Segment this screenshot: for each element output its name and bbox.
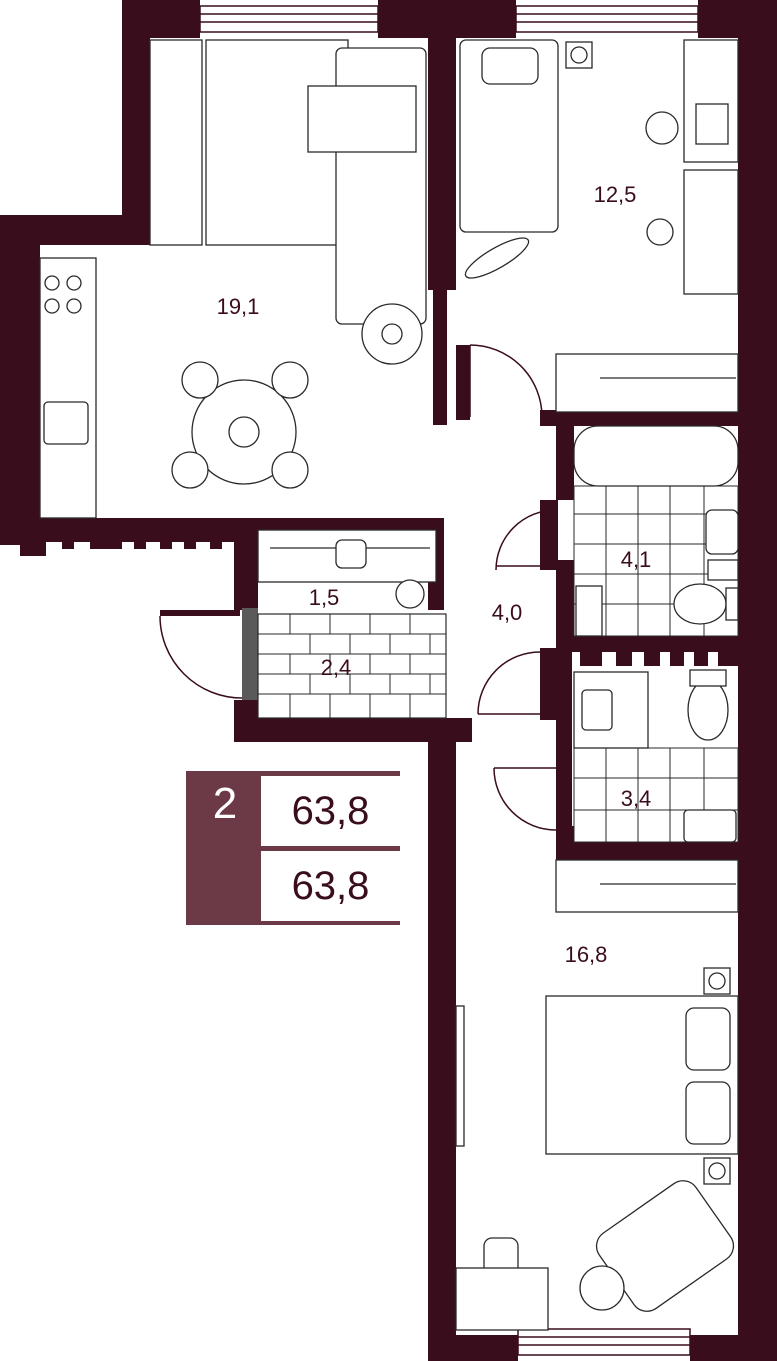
mirror [455,1005,465,1147]
wardrobe-large [555,859,739,913]
apartment-summary-card: 2 63,8 63,8 [186,771,400,925]
rooms-count: 2 [212,779,238,828]
door-swings [159,344,557,831]
area-label-wardrobe: 1,5 [309,585,340,610]
area-label-balcony: 2,4 [321,655,352,680]
balcony [242,608,447,719]
kitchen-counter [39,257,97,519]
tv-stand [149,39,203,246]
dresser [455,1267,549,1331]
bath-sink [705,509,739,555]
room-labels: 19,1 12,5 4,1 4,0 1,5 2,4 3,4 16,8 [217,182,652,967]
area-label-hall: 4,0 [492,600,523,625]
total-area: 63,8 [261,776,400,846]
living-area: 63,8 [261,851,400,921]
bed-small [459,39,559,233]
kitchen-sink [43,401,89,445]
area-label-bedroom-large: 16,8 [565,942,608,967]
skateboard [464,237,530,279]
coffee-table [307,85,417,153]
wc [687,679,729,741]
furniture [39,39,739,1331]
bath-toilet [673,583,727,625]
bathtub [573,425,739,487]
wardrobe-small [555,353,739,413]
area-label-kitchen-living: 19,1 [217,294,260,319]
toilet-sink [683,809,737,843]
area-label-bathroom: 4,1 [621,547,652,572]
plant-bedroom [579,1265,625,1311]
windows [199,5,699,1356]
area-label-toilet: 3,4 [621,786,652,811]
piano [683,169,739,295]
area-label-bedroom-small: 12,5 [594,182,637,207]
